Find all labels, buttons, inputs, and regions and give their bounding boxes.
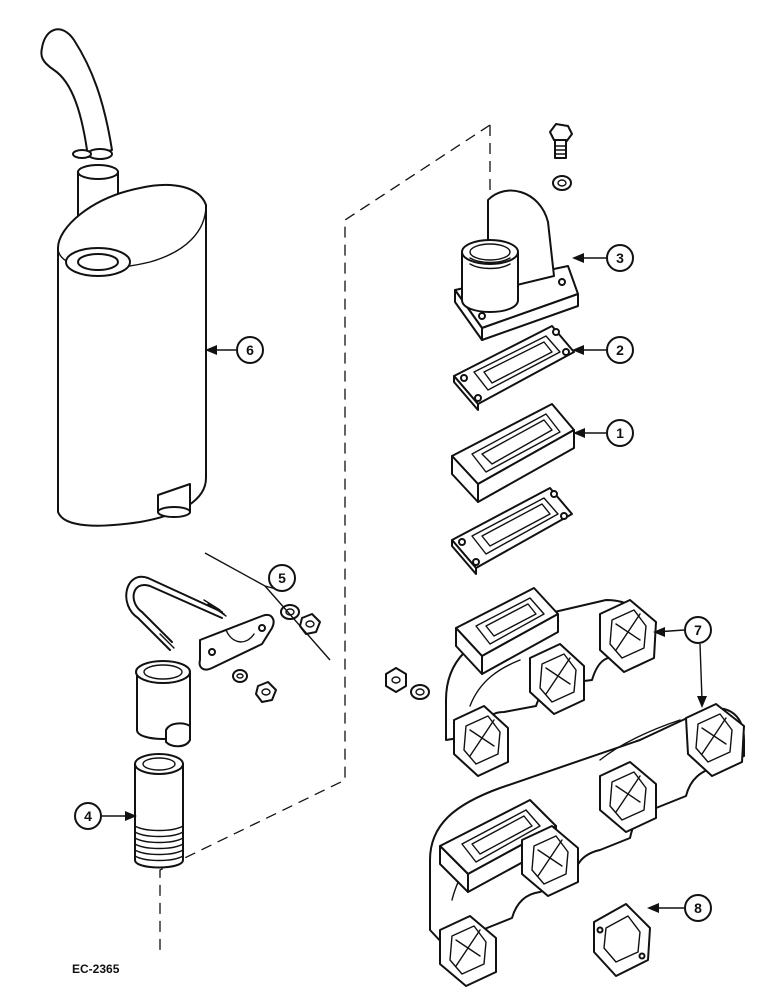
port-flanges-front (453, 599, 657, 777)
callout-1: 1 (606, 419, 634, 447)
assembly-guide-lines (159, 124, 491, 955)
callout-5-label: 5 (278, 570, 286, 586)
leader-lines (101, 253, 707, 913)
callout-8: 8 (684, 894, 712, 922)
bolt-and-washer (549, 123, 573, 191)
callout-1-label: 1 (616, 425, 624, 441)
callout-2-label: 2 (616, 342, 624, 358)
callout-7-label: 7 (694, 622, 702, 638)
gasket-part-2 (453, 325, 575, 411)
callout-3-label: 3 (616, 250, 624, 266)
port-flanges-rear (439, 703, 745, 987)
callout-2: 2 (606, 336, 634, 364)
port-gasket-part-8 (593, 903, 651, 977)
gasket-lower (451, 487, 573, 575)
callout-6-label: 6 (246, 342, 254, 358)
callout-3: 3 (606, 244, 634, 272)
callout-5: 5 (268, 564, 296, 592)
figure-code: EC-2365 (72, 962, 120, 976)
u-bolt (125, 575, 223, 651)
nuts-and-washers (232, 604, 321, 703)
callout-4: 4 (74, 802, 102, 830)
muffler-body (57, 183, 207, 527)
threaded-pipe-part-4 (134, 753, 184, 869)
muffler-part-6 (40, 28, 207, 527)
pipe-coupler (135, 660, 191, 748)
callout-4-label: 4 (84, 808, 92, 824)
manifold-rear-part-7 (429, 703, 745, 987)
clamp-kit-part-5 (125, 552, 331, 703)
elbow-part-3 (454, 189, 579, 341)
manifold-nuts (385, 667, 430, 700)
callout-8-label: 8 (694, 900, 702, 916)
callout-6: 6 (236, 336, 264, 364)
manifold-front-part-7 (445, 587, 657, 777)
tail-pipe (40, 28, 113, 158)
callout-7: 7 (684, 616, 712, 644)
clamp-saddle (198, 614, 275, 671)
spacer-part-1 (451, 403, 575, 503)
